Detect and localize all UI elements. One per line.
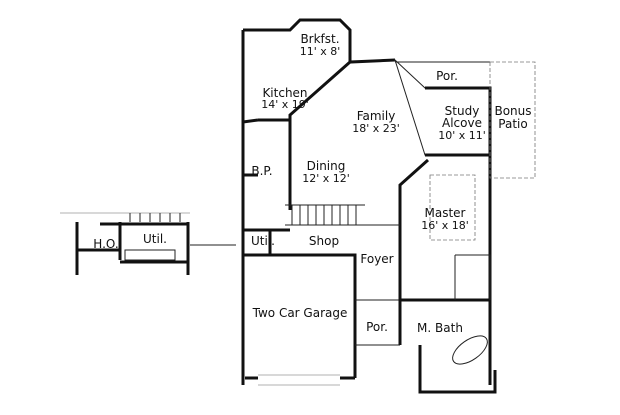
room-master-bath: M. Bath xyxy=(417,321,463,335)
svg-text:Study: Study xyxy=(445,104,480,118)
svg-text:16' x 18': 16' x 18' xyxy=(421,219,469,232)
svg-text:Master: Master xyxy=(425,206,466,220)
svg-text:Kitchen: Kitchen xyxy=(262,86,307,100)
svg-text:Patio: Patio xyxy=(498,117,527,131)
walls xyxy=(241,18,536,394)
room-master: Master 16' x 18' xyxy=(421,206,469,232)
room-porch-top: Por. xyxy=(436,69,458,83)
room-garage: Two Car Garage xyxy=(252,306,348,320)
room-breakfast: Brkfst. 11' x 8' xyxy=(300,32,341,58)
room-alt-home-office: H.O. xyxy=(93,237,118,251)
svg-text:Family: Family xyxy=(357,109,396,123)
room-family: Family 18' x 23' xyxy=(352,109,400,135)
room-bonus-patio: Bonus Patio xyxy=(494,104,531,131)
svg-text:10' x 11': 10' x 11' xyxy=(438,129,486,142)
room-butler-pantry: B.P. xyxy=(251,164,272,178)
svg-text:18' x 23': 18' x 23' xyxy=(352,122,400,135)
room-shop: Shop xyxy=(309,234,339,248)
svg-text:Bonus: Bonus xyxy=(494,104,531,118)
svg-text:Dining: Dining xyxy=(307,159,346,173)
svg-text:Brkfst.: Brkfst. xyxy=(300,32,339,46)
room-kitchen: Kitchen 14' x 19' xyxy=(261,86,309,111)
svg-text:Alcove: Alcove xyxy=(442,116,482,130)
room-utility: Util. xyxy=(251,234,275,248)
room-study-alcove: Study Alcove 10' x 11' xyxy=(438,104,486,142)
svg-text:11' x 8': 11' x 8' xyxy=(300,45,341,58)
svg-text:12' x 12': 12' x 12' xyxy=(302,172,350,185)
room-foyer: Foyer xyxy=(360,252,393,266)
room-alt-utility: Util. xyxy=(143,232,167,246)
room-porch-front: Por. xyxy=(366,320,388,334)
svg-text:14' x 19': 14' x 19' xyxy=(261,98,309,111)
room-dining: Dining 12' x 12' xyxy=(302,159,350,185)
alternate-layout-inset xyxy=(60,212,236,275)
